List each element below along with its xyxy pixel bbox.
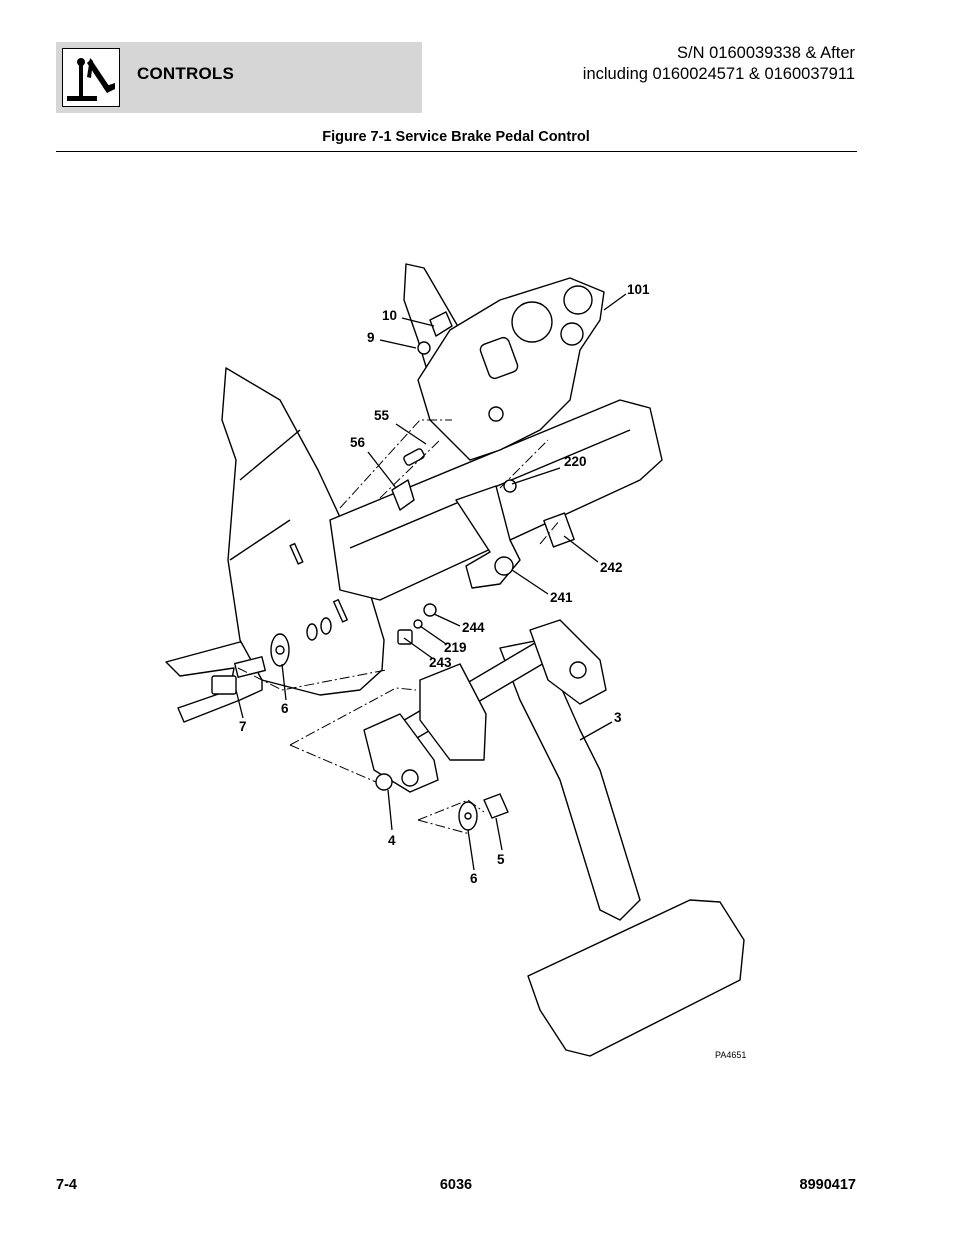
callout-6-upper: 6 (281, 701, 289, 716)
serial-line-2: including 0160024571 & 0160037911 (582, 65, 855, 83)
callout-244: 244 (462, 620, 485, 635)
figure-title: Figure 7-1 Service Brake Pedal Control (322, 129, 590, 145)
callout-4: 4 (388, 833, 396, 848)
drawing-code: PA4651 (715, 1050, 746, 1060)
page-number: 7-4 (56, 1177, 77, 1193)
model-number: 6036 (439, 1177, 473, 1193)
serial-number-range: S/N 0160039338 & After including 0160024… (583, 43, 855, 85)
pedal-pad (527, 899, 745, 1057)
document-number: 8990417 (799, 1177, 856, 1193)
header-rule (56, 151, 857, 152)
pivot-plate-lower (363, 713, 439, 793)
callout-3: 3 (614, 710, 622, 725)
callout-243: 243 (429, 655, 452, 670)
pivot-plate-right (529, 619, 607, 705)
callout-10: 10 (382, 308, 397, 323)
serial-line-1: S/N 0160039338 & After (677, 44, 855, 62)
pivot-plate-upper (419, 663, 487, 761)
callout-5: 5 (497, 852, 505, 867)
callout-7: 7 (239, 719, 247, 734)
callout-241: 241 (550, 590, 573, 605)
callout-56: 56 (350, 435, 366, 450)
callout-9: 9 (367, 330, 375, 345)
section-title: CONTROLS (137, 64, 234, 83)
callout-6-lower: 6 (470, 871, 478, 886)
controls-lever-icon (62, 48, 120, 107)
callout-242: 242 (600, 560, 623, 575)
callout-55: 55 (374, 408, 390, 423)
callout-220: 220 (564, 454, 587, 469)
callout-101: 101 (627, 282, 650, 297)
callout-219: 219 (444, 640, 467, 655)
